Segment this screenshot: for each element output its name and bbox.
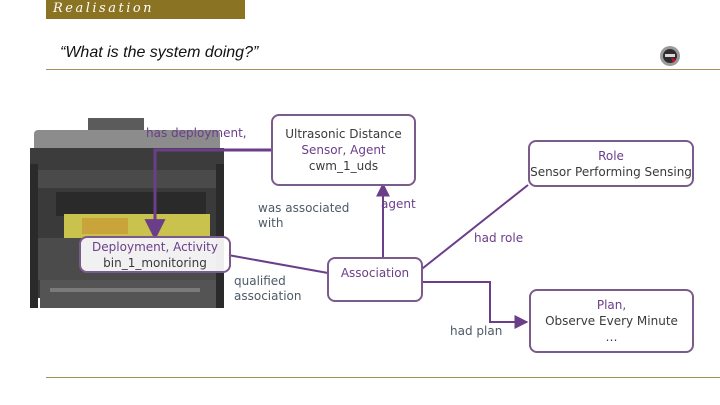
role-name: Sensor Performing Sensing — [530, 164, 692, 179]
university-logo-icon — [660, 46, 680, 66]
bin-sensor-device-photo — [30, 118, 224, 308]
bottom-rule — [46, 377, 720, 378]
sensor-id: cwm_1_uds — [308, 159, 379, 173]
deployment-type: Deployment, Activity — [92, 239, 218, 254]
role-node: Role Sensor Performing Sensing — [528, 140, 694, 187]
label-was-associated-with: was associated with — [258, 201, 350, 230]
deployment-id: bin_1_monitoring — [103, 255, 207, 270]
sensor-agent-node: Ultrasonic Distance Sensor, Agent cwm_1_… — [271, 114, 416, 186]
label-qualified-association: qualified association — [234, 274, 302, 303]
top-rule — [46, 69, 720, 70]
slide-question: “What is the system doing?” — [60, 44, 259, 61]
section-tag: Realisation — [46, 0, 245, 19]
deployment-activity-node: Deployment, Activity bin_1_monitoring — [79, 236, 231, 273]
role-type: Role — [598, 148, 624, 163]
plan-more: … — [605, 330, 618, 344]
label-had-role: had role — [474, 231, 524, 245]
association-node: Association — [327, 257, 423, 302]
sensor-type: Sensor, Agent — [301, 143, 386, 157]
edge-qualified-association — [227, 254, 329, 274]
edge-has-deployment — [144, 148, 275, 241]
plan-node: Plan, Observe Every Minute … — [529, 289, 694, 353]
sensor-name: Ultrasonic Distance — [285, 127, 402, 141]
plan-name: Observe Every Minute — [545, 314, 678, 328]
plan-type: Plan, — [596, 298, 627, 312]
association-label: Association — [340, 266, 410, 280]
edge-had-role — [417, 184, 529, 273]
label-agent: agent — [381, 197, 416, 211]
label-had-plan: had plan — [450, 324, 503, 338]
label-has-deployment: has deployment, — [146, 126, 247, 140]
edge-had-plan — [422, 281, 529, 329]
